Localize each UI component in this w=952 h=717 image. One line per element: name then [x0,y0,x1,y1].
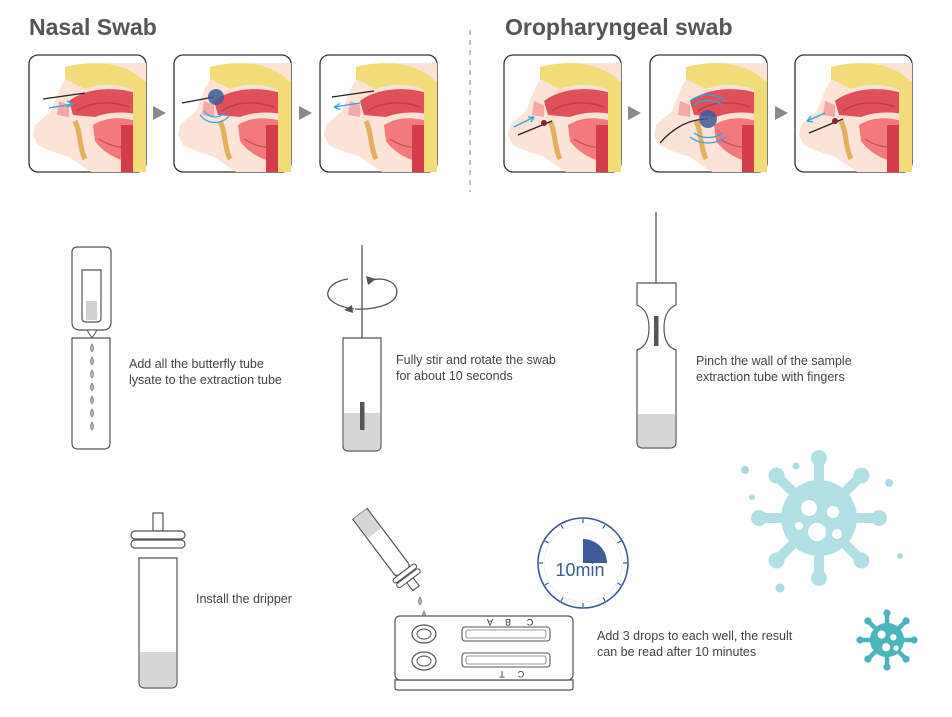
step-3-caption: Pinch the wall of the sample extraction … [696,353,852,385]
step-4-caption: Install the dripper [196,591,292,607]
timer-icon: 10min [537,517,629,609]
oropharyngeal-swab-title: Oropharyngeal swab [505,14,733,40]
nasal-panel-2 [174,55,291,172]
nasal-swab-title: Nasal Swab [29,14,157,40]
step-5-line-2: can be read after 10 minutes [597,645,757,659]
cassette-label-top-c: C [526,617,533,627]
arrow-next-icon [775,106,788,120]
cassette-label-top-b: B [505,617,511,627]
tilted-tube-illustration [351,507,426,620]
step-3-line-1: Pinch the wall of the sample [696,354,852,368]
arrow-next-icon [153,106,166,120]
oropharyngeal-panel-2 [650,55,767,172]
stir-swab-illustration [327,245,398,452]
step-1-caption: Add all the butterfly tube lysate to the… [129,356,282,388]
virus-icon [843,596,931,684]
step-5-line-1: Add 3 drops to each well, the result [597,629,793,643]
step-1-line-2: lysate to the extraction tube [129,373,282,387]
virus-icon [722,421,916,615]
oropharyngeal-panel-3 [795,55,912,172]
scatter-dots [741,462,903,593]
arrow-next-icon [299,106,312,120]
arrow-next-icon [628,106,641,120]
step-5-caption: Add 3 drops to each well, the result can… [597,628,792,660]
step-2-caption: Fully stir and rotate the swab for about… [396,352,556,384]
timer-elapsed-wedge [583,539,607,563]
step-1-line-1: Add all the butterfly tube [129,357,264,371]
nasal-panel-1 [29,55,146,172]
cassette-label-bottom-c: C [517,669,524,679]
test-cassette: C B A C T [394,615,574,691]
timer-label: 10min [555,560,604,580]
oropharyngeal-panel-1 [504,55,621,172]
step-2-line-2: for about 10 seconds [396,369,513,383]
butterfly-tube-illustration [71,246,112,450]
step-4-line-1: Install the dripper [196,592,292,606]
cassette-label-bottom-t: T [499,669,505,679]
nasal-panel-3 [320,55,437,172]
pinch-tube-illustration [636,212,677,449]
dripper-illustration [130,512,186,689]
rotate-arrow-icon [327,276,398,313]
step-2-line-1: Fully stir and rotate the swab [396,353,556,367]
cassette-label-top-a: A [487,617,493,627]
step-3-line-2: extraction tube with fingers [696,370,845,384]
